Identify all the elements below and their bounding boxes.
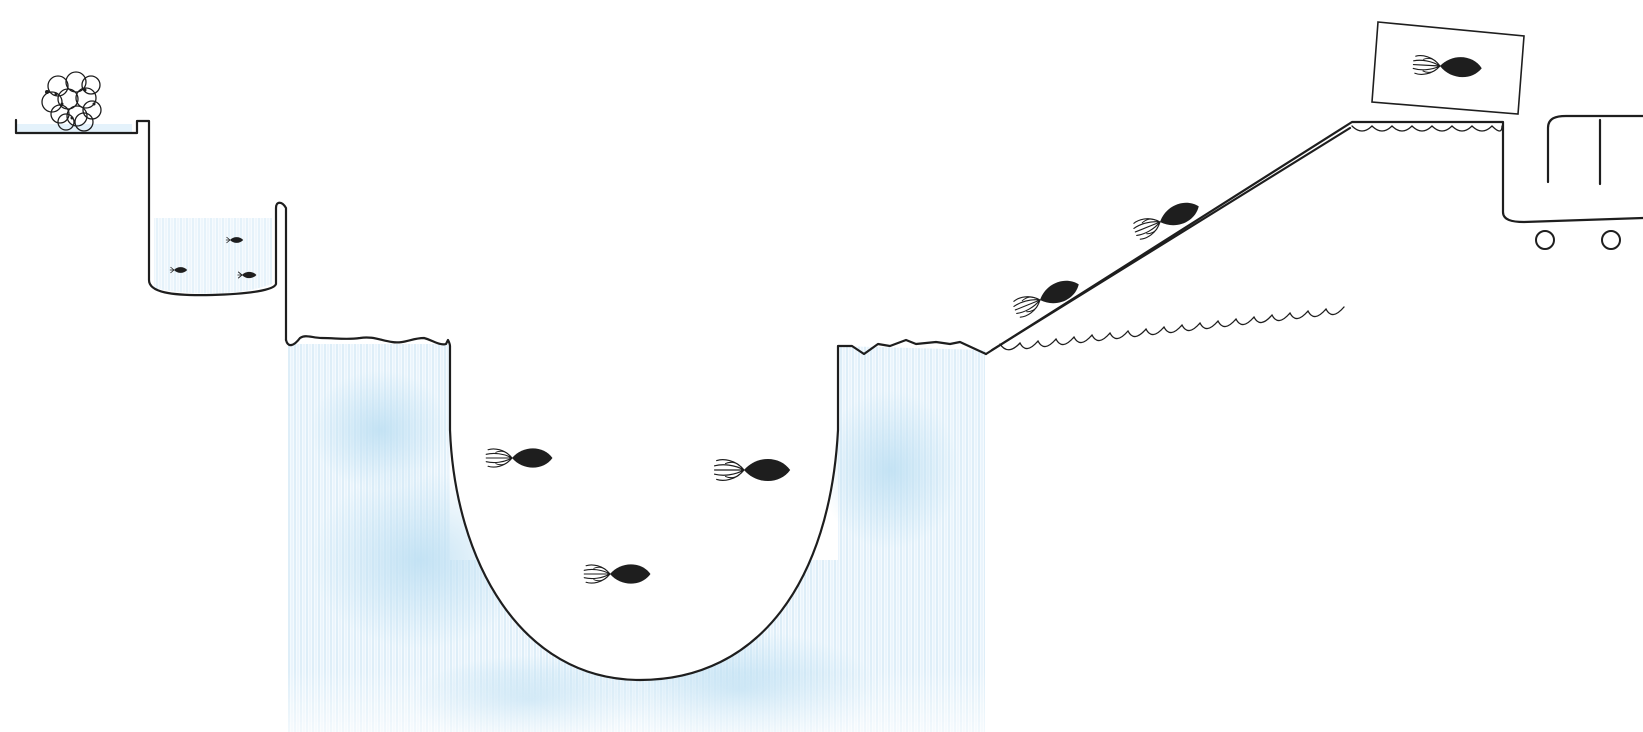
grow-out-pond-icon	[280, 330, 1000, 732]
fish-icon	[1132, 197, 1203, 241]
egg-cluster-icon	[16, 72, 132, 133]
fish-icon	[1012, 275, 1083, 319]
transport-cart-icon	[1503, 116, 1643, 249]
fish-crate-icon	[1372, 22, 1524, 114]
hatchery-tank-icon	[16, 120, 286, 340]
fish-ramp-icon	[986, 122, 1503, 354]
